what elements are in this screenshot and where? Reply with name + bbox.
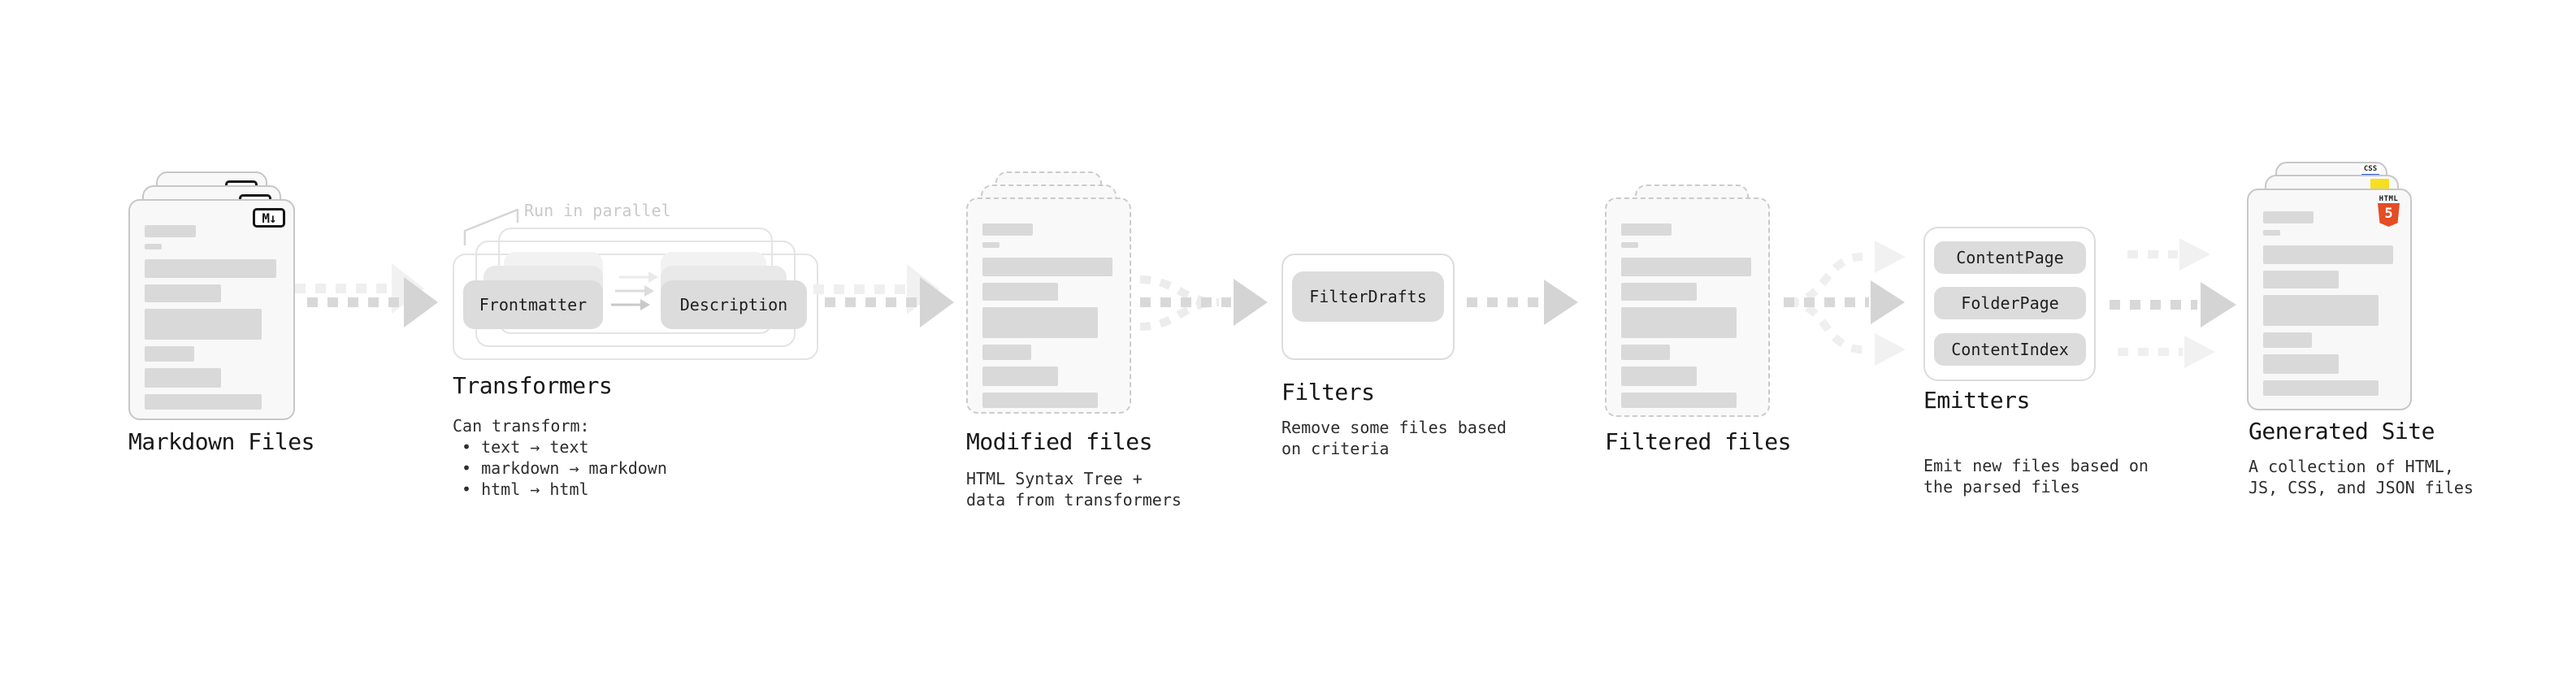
folderpage-node: FolderPage — [1934, 287, 2086, 319]
markdown-files-title: Markdown Files — [128, 428, 315, 455]
emitters-subtitle: Emit new files based on the parsed files — [1923, 456, 2149, 497]
contentpage-node: ContentPage — [1934, 241, 2086, 274]
arrow-frontmatter-to-description — [611, 271, 658, 310]
emitters-title: Emitters — [1923, 387, 2030, 414]
transformer-frame-front — [453, 254, 818, 360]
frontmatter-node: Frontmatter — [463, 280, 603, 329]
transformers-subtitle: Can transform: — [453, 416, 590, 436]
markdown-file-card-front: M↓ — [128, 199, 295, 420]
arrow-modified-to-filters — [1139, 275, 1268, 331]
document-placeholder-lines — [2249, 190, 2410, 396]
modified-files-title: Modified files — [966, 428, 1153, 455]
list-item: • markdown → markdown — [462, 458, 667, 478]
description-node: Description — [661, 280, 807, 329]
generated-site-subtitle: A collection of HTML, JS, CSS, and JSON … — [2249, 457, 2474, 497]
arrow-markdown-to-transformers — [295, 263, 438, 327]
html-file-card: HTML 5 — [2247, 189, 2412, 410]
html5-icon: HTML 5 — [2378, 195, 2400, 227]
modified-file-card-front — [966, 197, 1131, 414]
document-placeholder-lines — [968, 199, 1130, 408]
filters-subtitle: Remove some files based on criteria — [1281, 418, 1507, 458]
document-placeholder-lines — [130, 201, 293, 410]
list-item: • html → html — [462, 479, 589, 499]
filterdrafts-node: FilterDrafts — [1292, 271, 1444, 322]
run-in-parallel-leader-line — [463, 208, 519, 245]
run-in-parallel-note: Run in parallel — [524, 201, 671, 220]
transformers-title: Transformers — [453, 372, 613, 399]
arrow-emitters-to-generated — [2110, 238, 2236, 368]
generated-site-title: Generated Site — [2249, 418, 2435, 445]
transformers-capabilities-list: • text → text • markdown → markdown • ht… — [462, 436, 667, 500]
arrow-filters-to-filtered — [1467, 280, 1578, 325]
arrow-filtered-to-emitters — [1784, 241, 1906, 366]
filters-title: Filters — [1281, 379, 1375, 406]
contentindex-node: ContentIndex — [1934, 333, 2086, 366]
filtered-files-title: Filtered files — [1605, 428, 1792, 455]
filtered-file-card-front — [1605, 197, 1770, 417]
markdown-icon: M↓ — [253, 208, 285, 228]
document-placeholder-lines — [1607, 199, 1768, 408]
arrow-transformers-to-modified — [813, 264, 954, 327]
modified-files-subtitle: HTML Syntax Tree + data from transformer… — [966, 469, 1182, 510]
list-item: • text → text — [462, 437, 589, 457]
